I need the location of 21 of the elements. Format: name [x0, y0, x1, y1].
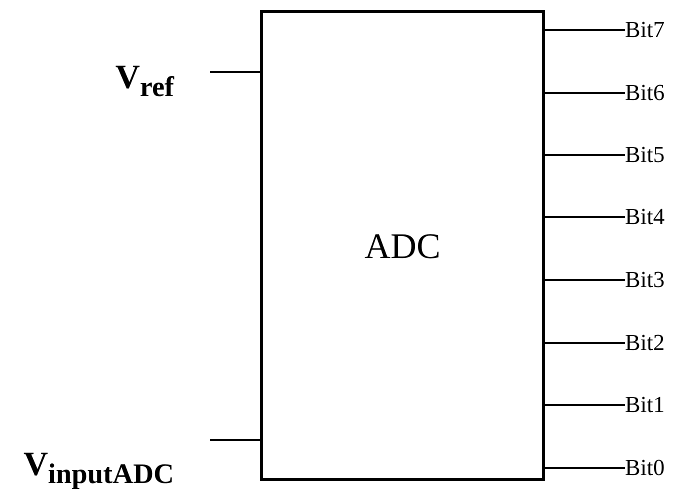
output-pin-label: Bit0 [625, 454, 695, 482]
pin-line [545, 29, 625, 31]
output-pin-label: Bit1 [625, 391, 695, 419]
output-pin-label: Bit7 [625, 16, 695, 44]
input-pin-label: V$_{ref}$ [60, 40, 210, 104]
pin-line [545, 467, 625, 469]
output-pin-label: Bit5 [625, 141, 695, 169]
output-pin-label: Bit3 [625, 266, 695, 294]
pin-line [545, 342, 625, 344]
pin-line [545, 279, 625, 281]
adc-block: ADC [260, 10, 545, 481]
pin-line [545, 404, 625, 406]
pin-line [545, 154, 625, 156]
pin-line [545, 92, 625, 94]
output-pin-label: Bit4 [625, 203, 695, 231]
output-pin-label: Bit2 [625, 329, 695, 357]
output-pin-label: Bit6 [625, 79, 695, 107]
input-pin-label: V$_{inputADC}$ [4, 420, 210, 491]
pin-line [545, 216, 625, 218]
pin-line [210, 71, 260, 73]
pin-line [210, 439, 260, 441]
